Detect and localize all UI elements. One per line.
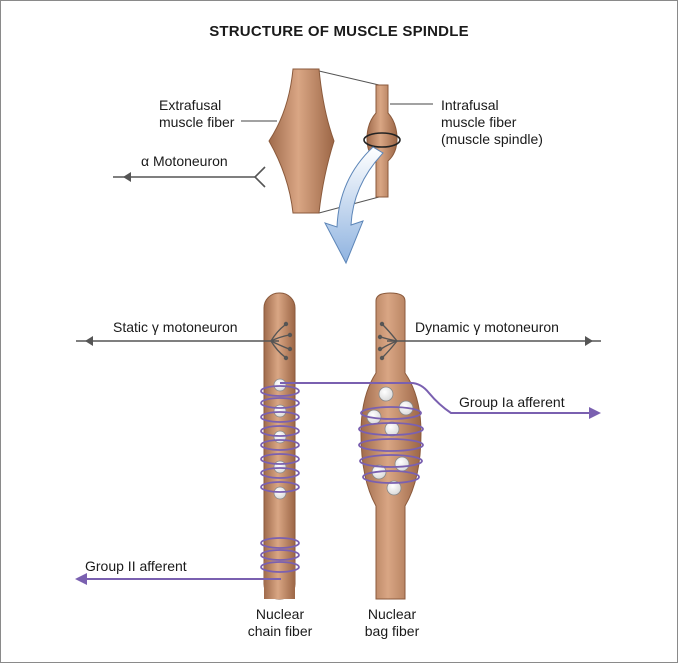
intrafusal-label: Intrafusal muscle fiber (muscle spindle) [441, 97, 543, 148]
chain-ia-coils [260, 385, 300, 493]
dynamic-gamma-knobs [377, 321, 385, 361]
nuclear-bag-fiber [360, 292, 422, 600]
intrafusal-label-line-3: (muscle spindle) [441, 131, 543, 147]
nuclear-chain-fiber [263, 292, 296, 600]
diagram-title: STRUCTURE OF MUSCLE SPINDLE [209, 23, 469, 40]
static-gamma-label: Static γ motoneuron [113, 319, 238, 335]
bag-ia-coils [358, 406, 424, 484]
group-ia-line [280, 382, 591, 414]
nuclear-bag-label-line-1: Nuclear [367, 606, 417, 622]
intrafusal-label-line-1: Intrafusal [441, 97, 499, 113]
alpha-motoneuron-ending [253, 166, 266, 188]
dynamic-gamma-arrowhead [585, 336, 593, 346]
intrafusal-label-line-2: muscle fiber [441, 114, 517, 130]
group-ia-label: Group Ia afferent [459, 394, 565, 410]
group-ii-coils [260, 537, 300, 573]
extrafusal-label: Extrafusal muscle fiber [159, 97, 234, 131]
extrafusal-label-line-1: Extrafusal [159, 97, 222, 113]
nuclear-bag-label-line-2: bag fiber [364, 623, 420, 639]
group-ii-arrowhead [75, 573, 87, 585]
nuclear-chain-label: Nuclear chain fiber [233, 606, 327, 640]
static-gamma-endings [270, 324, 290, 358]
extrafusal-fiber [268, 68, 335, 214]
group-ia-arrowhead [589, 407, 601, 419]
extrafusal-label-line-2: muscle fiber [159, 114, 235, 130]
bag-nuclei [366, 386, 414, 496]
dynamic-gamma-label: Dynamic γ motoneuron [415, 319, 559, 335]
nuclear-chain-label-line-2: chain fiber [247, 623, 313, 639]
spindle-ring [363, 132, 401, 148]
alpha-motoneuron-arrowhead [123, 172, 131, 182]
group-ii-label: Group II afferent [85, 558, 187, 574]
static-gamma-knobs [283, 321, 293, 361]
nuclear-chain-label-line-1: Nuclear [255, 606, 305, 622]
zoom-line-top [318, 70, 380, 86]
static-gamma-arrowhead [85, 336, 93, 346]
nuclear-bag-label: Nuclear bag fiber [345, 606, 439, 640]
intrafusal-fiber [366, 84, 398, 198]
zoom-arrow [323, 146, 384, 265]
alpha-motoneuron-label: α Motoneuron [141, 153, 228, 169]
